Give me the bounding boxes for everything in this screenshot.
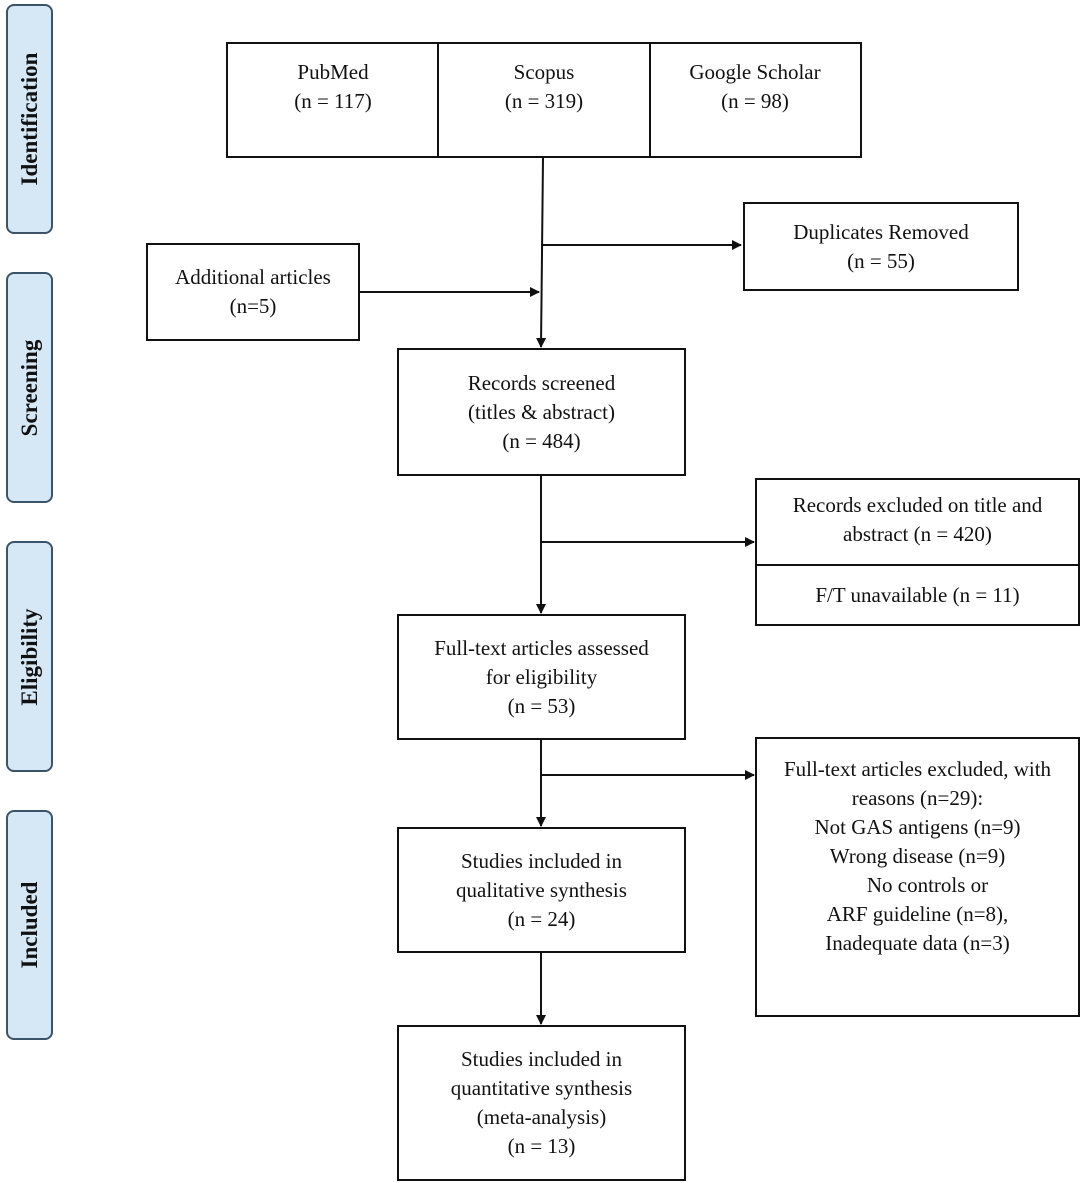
phase-label-identification: Identification — [6, 4, 53, 234]
fulltext-assessed-label: Full-text articles assessed — [434, 635, 649, 660]
additional-articles-box: Additional articles (n=5) — [146, 243, 360, 341]
records-screened-label: Records screened — [467, 370, 616, 395]
quantitative-synthesis-count: (n = 13) — [507, 1134, 576, 1158]
arrow-sources-to-screened — [536, 157, 547, 348]
source-scopus-count: (n = 319) — [504, 89, 584, 113]
quantitative-synthesis-box: Studies included in quantitative synthes… — [397, 1025, 686, 1181]
quantitative-synthesis-method: (meta-analysis) — [476, 1105, 607, 1129]
qualitative-synthesis-sublabel: qualitative synthesis — [456, 877, 627, 902]
duplicates-removed-count: (n = 55) — [847, 248, 915, 273]
source-pubmed-count: (n = 117) — [294, 89, 372, 113]
source-google-scholar-count: (n = 98) — [721, 89, 789, 113]
phase-label-eligibility: Eligibility — [6, 541, 53, 772]
additional-articles-count: (n=5) — [229, 294, 277, 318]
fulltext-excluded-reason-gas: Not GAS antigens (n=9) — [814, 815, 1021, 839]
records-screened-count: (n = 484) — [502, 428, 581, 453]
duplicates-removed-label: Duplicates Removed — [793, 219, 969, 244]
sources-box — [226, 42, 862, 158]
source-google-scholar-name: Google Scholar — [689, 60, 821, 84]
quantitative-synthesis-sublabel: quantitative synthesis — [450, 1076, 633, 1100]
records-excluded-title-abstract-line2: abstract (n = 420) — [843, 522, 992, 546]
source-scopus-name: Scopus — [513, 60, 575, 84]
phase-label-included: Included — [6, 810, 53, 1040]
qualitative-synthesis-count: (n = 24) — [507, 906, 576, 931]
records-screened-sublabel: (titles & abstract) — [468, 399, 615, 424]
qualitative-synthesis-box: Studies included in qualitative synthesi… — [397, 827, 686, 953]
source-google-scholar: Google Scholar (n = 98) — [650, 58, 860, 116]
records-excluded-title-abstract: Records excluded on title and abstract (… — [757, 491, 1078, 549]
additional-articles-label: Additional articles — [175, 265, 331, 289]
source-pubmed: PubMed (n = 117) — [228, 58, 438, 116]
records-excluded-unavailable: F/T unavailable (n = 11) — [757, 581, 1078, 610]
source-scopus: Scopus (n = 319) — [438, 58, 650, 116]
phase-label-screening: Screening — [6, 272, 53, 503]
fulltext-excluded-box: Full-text articles excluded, with reason… — [755, 737, 1080, 1017]
fulltext-assessed-sublabel: for eligibility — [485, 664, 598, 689]
fulltext-excluded-reason-controls: No controls or — [866, 873, 989, 897]
duplicates-removed-box: Duplicates Removed (n = 55) — [743, 202, 1019, 291]
records-excluded-unavailable-line1: F/T unavailable (n = 11) — [815, 583, 1020, 607]
fulltext-excluded-line2: reasons (n=29): — [851, 786, 984, 810]
fulltext-assessed-count: (n = 53) — [507, 693, 576, 718]
records-excluded-title-abstract-line1: Records excluded on title and — [792, 493, 1043, 517]
fulltext-excluded-reason-disease: Wrong disease (n=9) — [829, 844, 1006, 868]
records-screened-box: Records screened (titles & abstract) (n … — [397, 348, 686, 476]
fulltext-excluded-line1: Full-text articles excluded, with — [783, 757, 1052, 781]
source-pubmed-name: PubMed — [297, 60, 369, 84]
qualitative-synthesis-label: Studies included in — [461, 848, 622, 873]
records-excluded-box — [755, 478, 1080, 626]
quantitative-synthesis-label: Studies included in — [461, 1047, 622, 1071]
fulltext-excluded-reason-guideline: ARF guideline (n=8), — [826, 902, 1009, 926]
fulltext-assessed-box: Full-text articles assessed for eligibil… — [397, 614, 686, 740]
fulltext-excluded-reason-data: Inadequate data (n=3) — [825, 931, 1010, 955]
